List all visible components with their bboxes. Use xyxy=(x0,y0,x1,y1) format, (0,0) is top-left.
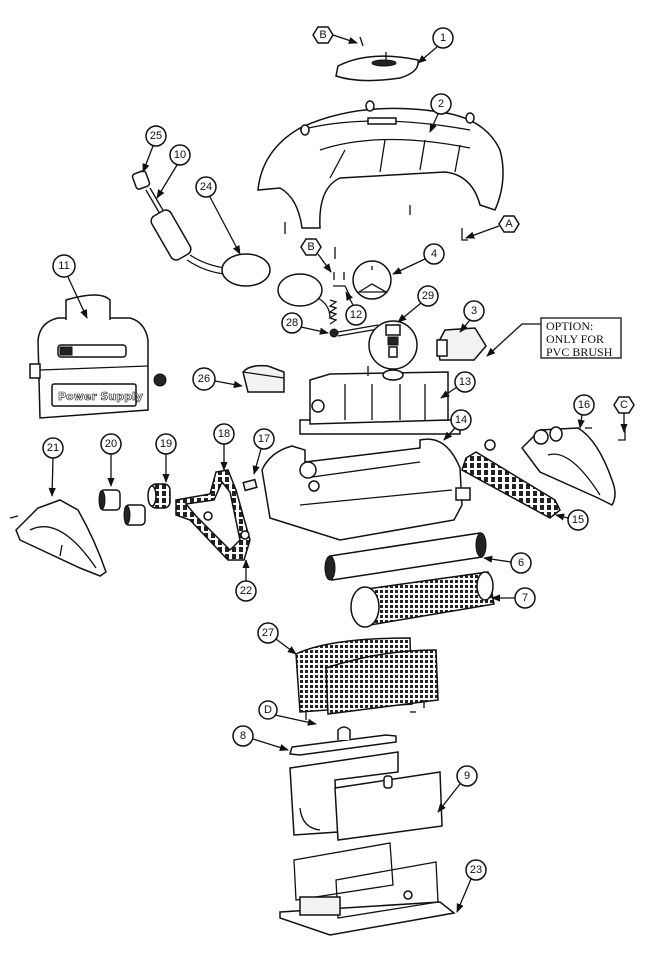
part-29-shaft-detail xyxy=(368,320,418,370)
callout-15: 15 xyxy=(555,509,589,531)
svg-text:14: 14 xyxy=(455,414,467,426)
part-7-brush xyxy=(350,571,495,628)
svg-text:18: 18 xyxy=(218,428,230,440)
svg-text:10: 10 xyxy=(174,149,186,161)
svg-text:3: 3 xyxy=(471,305,477,317)
callout-28: 28 xyxy=(281,312,329,335)
svg-text:28: 28 xyxy=(286,317,298,329)
svg-text:ONLY FOR: ONLY FOR xyxy=(546,332,604,346)
part-18-22-left-track xyxy=(175,469,251,561)
svg-text:19: 19 xyxy=(160,438,172,450)
callout-17: 17 xyxy=(252,428,275,475)
callout-9: 9 xyxy=(437,765,478,813)
svg-text:16: 16 xyxy=(578,399,590,411)
callout-18: 18 xyxy=(213,423,235,471)
callout-C: C xyxy=(613,396,635,441)
svg-text:12: 12 xyxy=(350,309,362,321)
part-19-drive-gear xyxy=(147,483,171,509)
callout-12: 12 xyxy=(345,291,367,326)
svg-text:22: 22 xyxy=(240,585,252,597)
callout-13: 13 xyxy=(440,371,476,399)
callout-B-top: B xyxy=(312,26,364,47)
svg-text:24: 24 xyxy=(200,181,212,193)
part-17-pin xyxy=(242,478,258,492)
svg-text:20: 20 xyxy=(105,438,117,450)
svg-text:D: D xyxy=(264,704,272,716)
part-9-bottom-door xyxy=(289,751,443,841)
svg-text:4: 4 xyxy=(431,248,437,260)
svg-text:15: 15 xyxy=(572,514,584,526)
callout-29: 29 xyxy=(397,285,439,323)
svg-text:B: B xyxy=(307,241,314,253)
callout-B-middle: B xyxy=(300,238,345,280)
part-11-power-supply: Power Supply xyxy=(29,294,167,419)
svg-text:B: B xyxy=(319,29,326,41)
part-1-top-cap xyxy=(335,52,419,82)
option-note: OPTION: ONLY FOR PVC BRUSH xyxy=(486,317,622,359)
callout-1: 1 xyxy=(417,27,454,64)
part-23-bottom-plate xyxy=(279,842,456,936)
svg-text:27: 27 xyxy=(262,627,274,639)
svg-text:25: 25 xyxy=(150,130,162,142)
svg-text:Power Supply: Power Supply xyxy=(58,390,143,403)
svg-text:17: 17 xyxy=(258,433,270,445)
svg-text:13: 13 xyxy=(459,376,471,388)
part-20-bearings xyxy=(98,489,146,526)
svg-text:26: 26 xyxy=(198,373,210,385)
svg-text:2: 2 xyxy=(438,98,444,110)
callout-2: 2 xyxy=(429,93,452,133)
callout-23: 23 xyxy=(456,859,487,913)
callout-26: 26 xyxy=(192,367,243,391)
callout-27: 27 xyxy=(257,622,297,655)
part-4-impeller-detail xyxy=(352,260,392,300)
part-14-chassis xyxy=(261,438,471,541)
part-2-top-cover xyxy=(257,100,504,229)
callout-11: 11 xyxy=(52,254,88,319)
callout-7: 7 xyxy=(491,587,536,609)
callout-16: 16 xyxy=(573,394,595,429)
part-25-10-24-swivel-cable xyxy=(131,170,331,319)
part-28-spring xyxy=(328,299,379,338)
svg-text:PVC BRUSH: PVC BRUSH xyxy=(546,345,613,359)
part-8-latch-bar xyxy=(289,726,397,756)
svg-text:21: 21 xyxy=(47,442,59,454)
callout-D: D xyxy=(258,700,317,726)
callout-21: 21 xyxy=(42,437,64,497)
callout-14: 14 xyxy=(443,409,472,441)
callout-4: 4 xyxy=(392,243,445,275)
svg-text:8: 8 xyxy=(240,730,246,742)
part-15-right-track xyxy=(461,439,561,519)
svg-text:23: 23 xyxy=(470,864,482,876)
callout-10: 10 xyxy=(156,144,191,199)
svg-text:11: 11 xyxy=(58,260,69,272)
svg-text:9: 9 xyxy=(464,770,470,782)
part-6-roller-tube xyxy=(324,532,487,581)
svg-text:6: 6 xyxy=(518,557,524,569)
svg-text:7: 7 xyxy=(522,592,528,604)
svg-text:29: 29 xyxy=(422,290,434,302)
part-16-right-side-plate xyxy=(521,426,616,506)
callout-19: 19 xyxy=(155,433,177,483)
callout-25: 25 xyxy=(142,125,167,173)
callout-3: 3 xyxy=(459,300,485,333)
svg-text:OPTION:: OPTION: xyxy=(546,319,593,333)
svg-text:A: A xyxy=(505,218,513,230)
callout-8: 8 xyxy=(232,725,289,752)
part-21-left-side-plate xyxy=(9,499,107,577)
callout-22: 22 xyxy=(235,559,257,602)
callout-24: 24 xyxy=(195,176,241,255)
callout-6: 6 xyxy=(483,552,532,574)
callout-20: 20 xyxy=(100,433,122,487)
svg-text:C: C xyxy=(620,399,628,411)
callout-A: A xyxy=(461,215,520,241)
part-3-brush-adapter xyxy=(436,327,487,361)
part-26-swivel-housing xyxy=(242,364,285,393)
svg-text:1: 1 xyxy=(440,32,446,44)
part-13-motor-unit xyxy=(299,366,461,435)
part-27-filter-basket xyxy=(295,637,439,720)
